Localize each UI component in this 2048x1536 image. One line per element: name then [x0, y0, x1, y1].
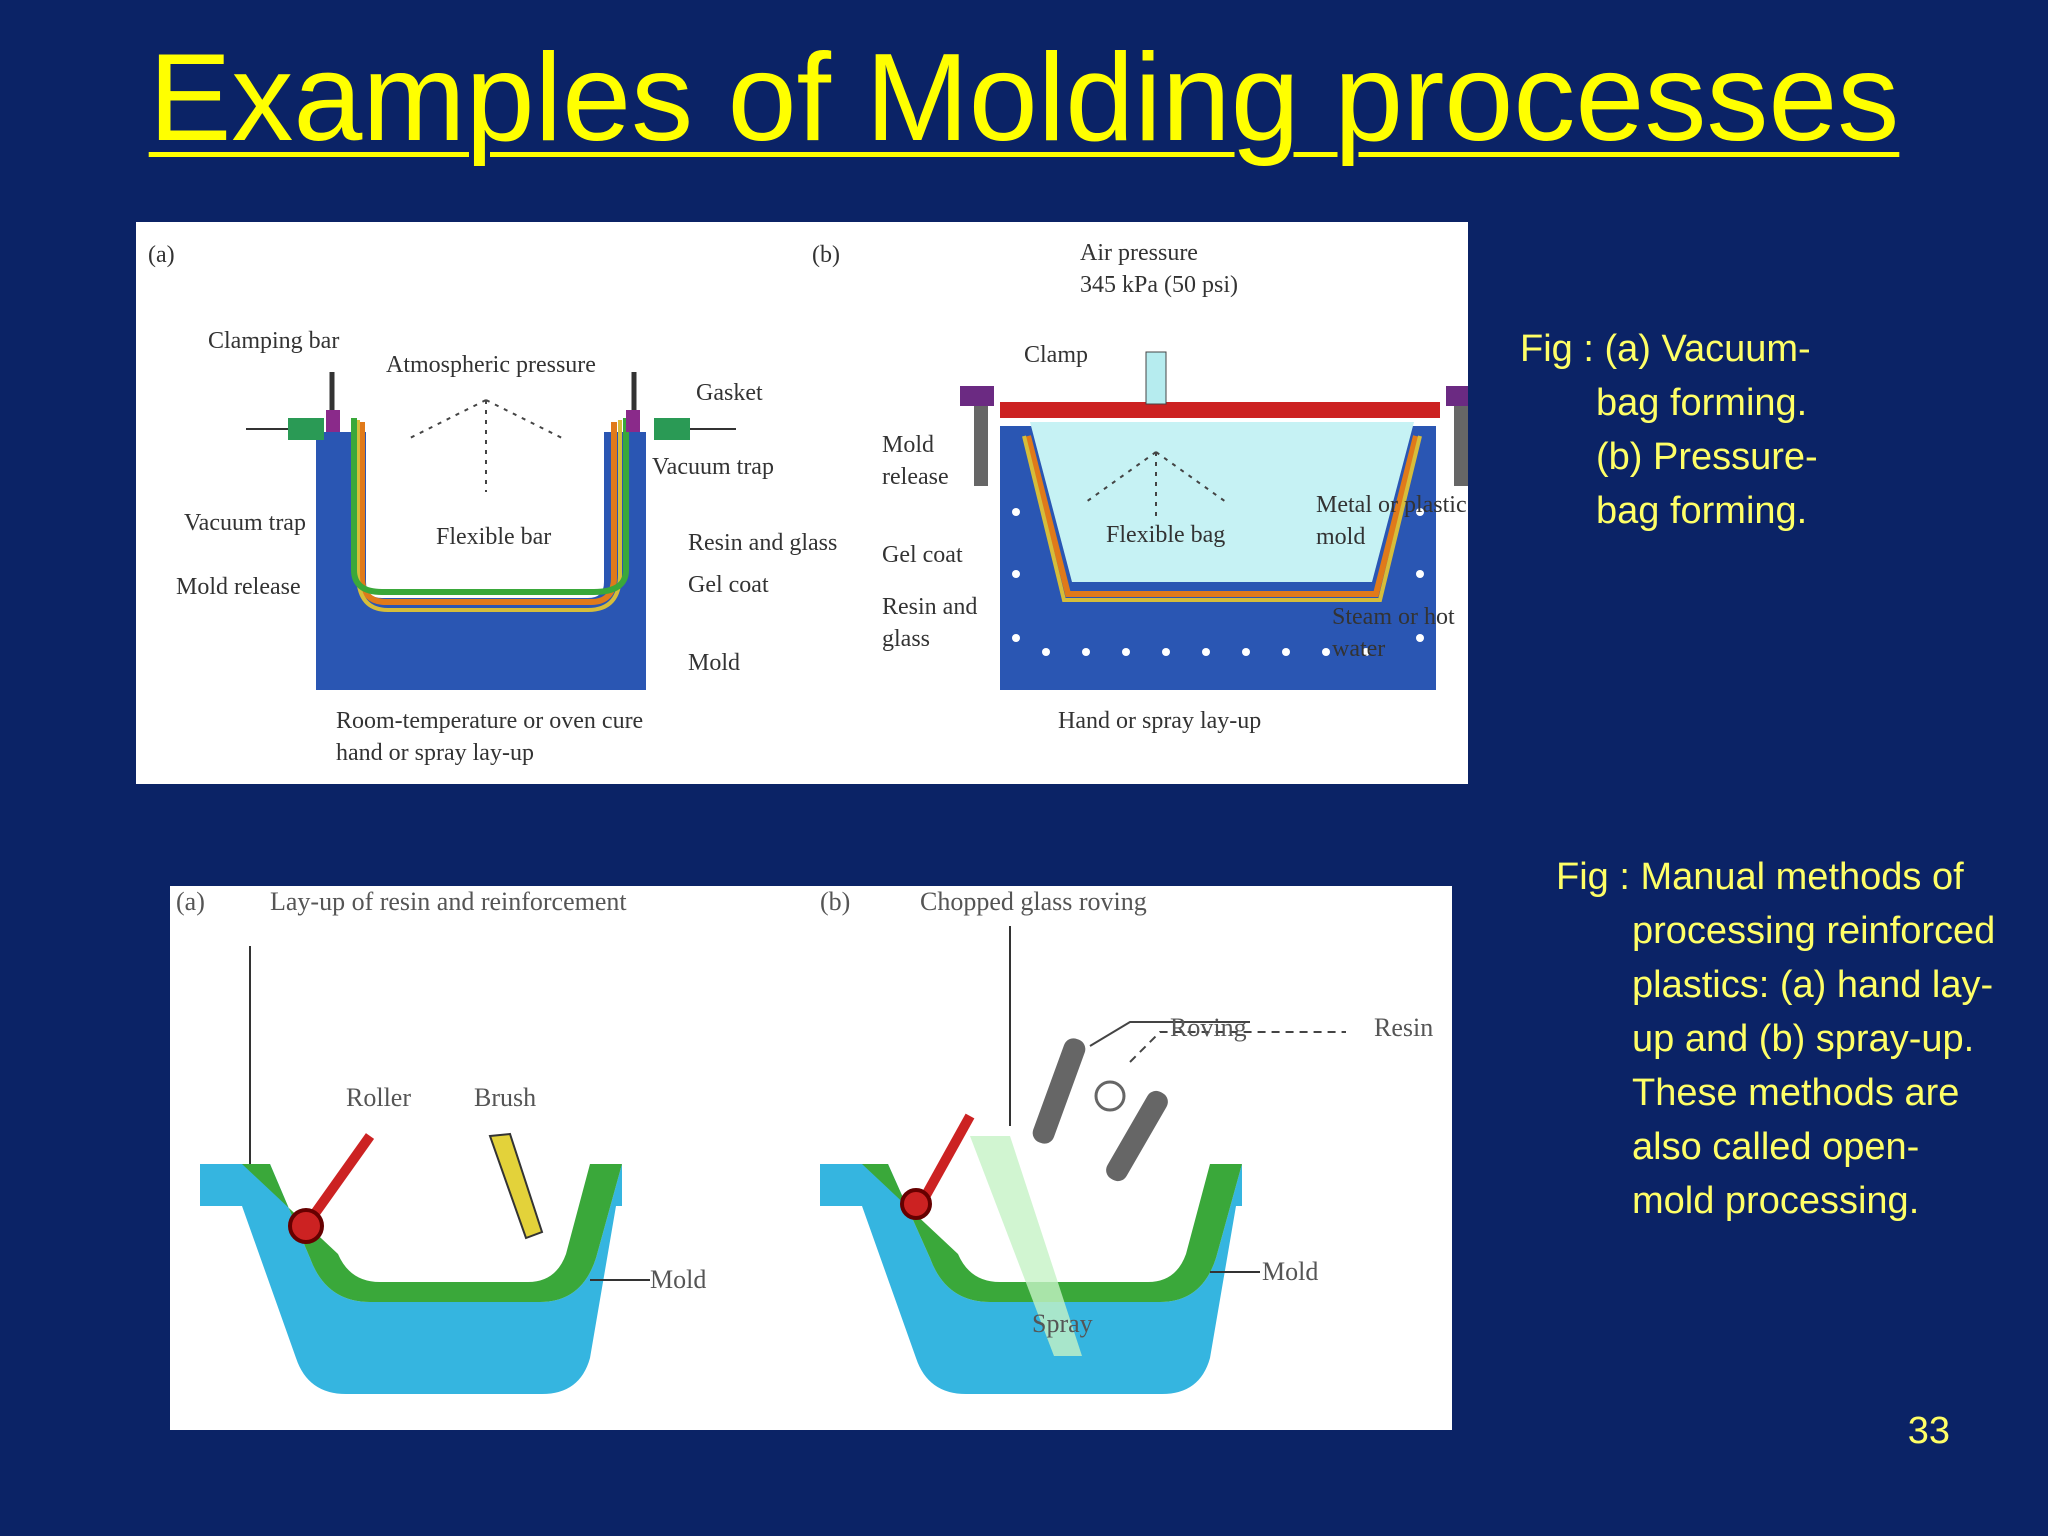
label-brush: Brush [474, 1083, 536, 1112]
label-mold-release-a: Mold release [176, 574, 301, 600]
heading-b-bottom: Chopped glass roving [920, 887, 1147, 916]
steam-holes [1012, 508, 1424, 656]
flexible-bar-layer-a [351, 418, 629, 595]
label-roving: Roving [1170, 1013, 1247, 1042]
figure-vacuum-pressure-bag: (a) Clamping bar Atmospheric pressure Ga… [136, 222, 1468, 784]
caption-bottom-rest: processing reinforced plastics: (a) hand… [1632, 910, 1996, 1222]
label-roller: Roller [346, 1083, 411, 1112]
caption-bottom: Fig : Manual methods of processing reinf… [1556, 850, 2048, 1228]
brush-icon [488, 1132, 544, 1240]
label-atmospheric-pressure: Atmospheric pressure [386, 352, 596, 378]
clamp-b-right [1446, 386, 1468, 406]
label-vacuum-trap-left: Vacuum trap [184, 510, 306, 536]
tag-b-bottom: (b) [820, 887, 850, 916]
clamp-bar-b [1000, 402, 1440, 418]
clamp-b-left [960, 386, 994, 406]
heading-a-bottom: Lay-up of resin and reinforcement [270, 887, 627, 916]
clamp-left [326, 410, 340, 432]
caption-b-top: Hand or spray lay-up [1058, 708, 1261, 734]
reinforcement-b [862, 1164, 1242, 1302]
roller-b-icon [900, 1188, 932, 1220]
tag-a-bottom: (a) [176, 887, 205, 916]
caption-top-rest: bag forming. (b) Pressure- bag forming. [1596, 382, 1818, 532]
slide-title: Examples of Molding processes [148, 29, 1900, 167]
label-flexible-bar: Flexible bar [436, 524, 551, 550]
atmospheric-arrows [405, 399, 567, 492]
caption-top: Fig : (a) Vacuum- bag forming. (b) Press… [1520, 322, 2020, 538]
flexible-bag-b [1030, 422, 1414, 582]
chopper-icon [1094, 1080, 1126, 1112]
spray-gun-right [1106, 1090, 1168, 1182]
spray-cone [970, 1136, 1082, 1356]
roller-handle [301, 1133, 375, 1229]
spray-gun-left [1032, 1038, 1086, 1144]
tag-a-top: (a) [148, 242, 175, 268]
roller-icon [288, 1208, 324, 1244]
tag-b-top: (b) [812, 242, 840, 268]
diagram-bottom: (a) Lay-up of resin and reinforcement (b… [176, 887, 1433, 1394]
mold-a-bottom [200, 1164, 622, 1394]
diagram-top: (a) Clamping bar Atmospheric pressure Ga… [148, 240, 1468, 766]
label-gel-coat-a: Gel coat [688, 572, 769, 598]
mold-b-bottom [820, 1164, 1242, 1394]
label-mold-b-bottom: Mold [1262, 1257, 1318, 1286]
label-resin: Resin [1374, 1013, 1433, 1042]
clamp-right [626, 410, 640, 432]
label-gel-coat-b: Gel coat [882, 542, 963, 568]
label-clamp: Clamp [1024, 342, 1088, 368]
page-number: 33 [1907, 1410, 1950, 1452]
caption-bottom-first: Fig : Manual methods of [1556, 856, 1964, 898]
label-clamping-bar: Clamping bar [208, 328, 339, 354]
label-spray: Spray [1032, 1309, 1093, 1338]
label-gasket: Gasket [696, 380, 763, 406]
vacuum-trap-right [654, 418, 690, 440]
label-mold-a: Mold [688, 650, 740, 676]
vacuum-trap-left [288, 418, 324, 440]
label-flexible-bag: Flexible bag [1106, 522, 1225, 548]
caption-top-first: Fig : (a) Vacuum- [1520, 328, 1811, 370]
resin-layer-a [359, 422, 617, 605]
label-resin-glass-a: Resin and glass [688, 530, 837, 556]
reinforcement-a [242, 1164, 622, 1302]
mold-a [316, 432, 646, 690]
label-mold-a-bottom: Mold [650, 1265, 706, 1294]
figure-manual-methods: (a) Lay-up of resin and reinforcement (b… [170, 886, 1452, 1430]
gelcoat-layer-a [356, 420, 622, 612]
label-vacuum-trap-right: Vacuum trap [652, 454, 774, 480]
